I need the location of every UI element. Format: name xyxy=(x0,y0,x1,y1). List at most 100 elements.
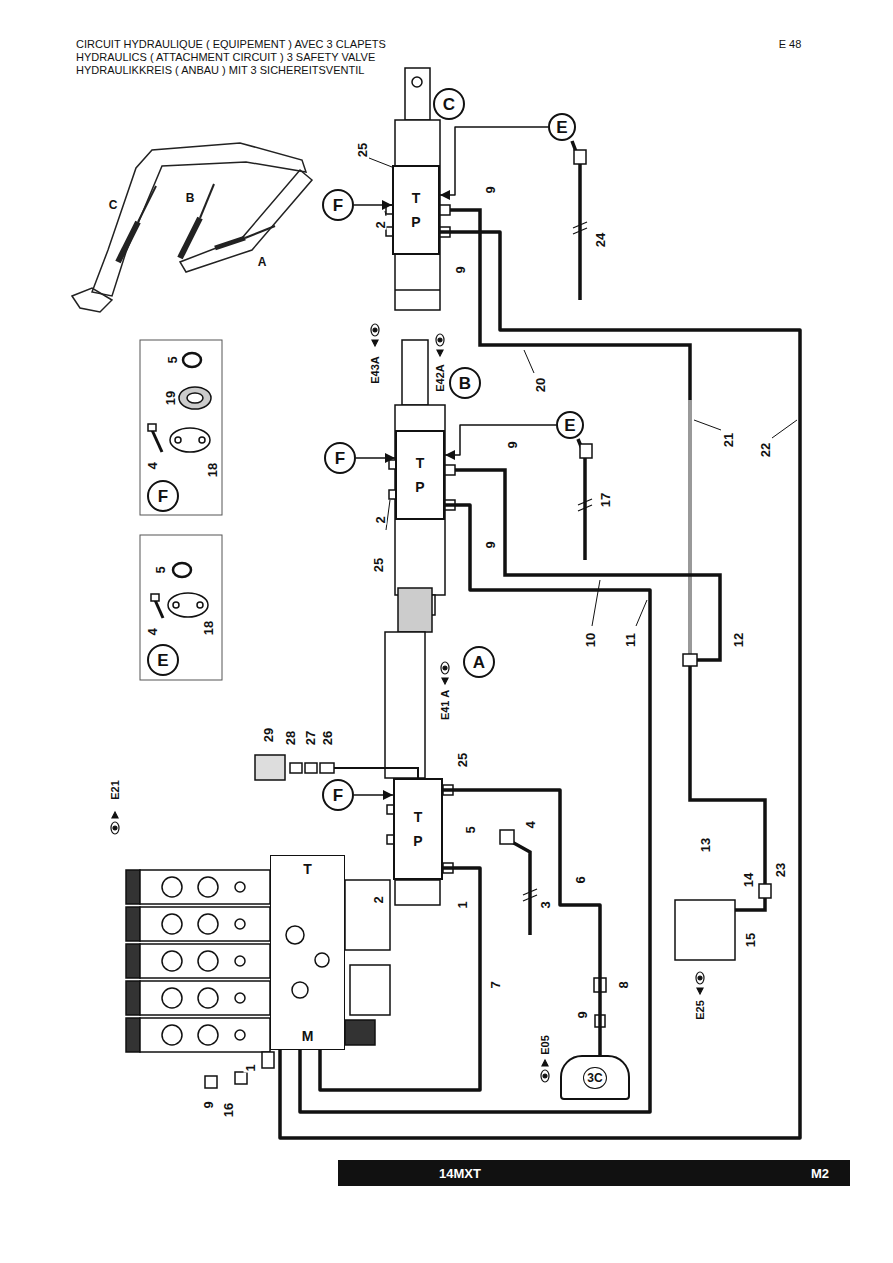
hose-fitting xyxy=(290,763,302,773)
see-reference-icon xyxy=(111,324,704,1082)
boom-sketch xyxy=(180,218,200,258)
callout-number: 25 xyxy=(456,752,469,768)
cylinder-letter: C xyxy=(108,199,119,211)
flange-parts xyxy=(187,393,203,403)
valve-bank-drawing xyxy=(140,907,270,941)
detail-circle: C xyxy=(433,88,465,120)
see-reference-icon xyxy=(698,976,702,980)
flange-parts xyxy=(179,387,211,409)
callout-number: 22 xyxy=(759,442,772,458)
inset-frame xyxy=(140,535,222,680)
hose-fitting xyxy=(440,205,450,215)
flange-parts xyxy=(199,437,205,443)
detail-arrow xyxy=(440,127,548,195)
valve-bank-drawing xyxy=(235,882,245,892)
hydraulic-hose xyxy=(690,660,765,890)
valve-bank-drawing xyxy=(198,988,218,1008)
cylinder-drawing xyxy=(412,77,422,87)
see-reference-icon xyxy=(371,324,379,336)
hose-break xyxy=(523,895,537,901)
callout-number: 6 xyxy=(574,875,587,884)
callout-number: 20 xyxy=(534,377,547,393)
callout-number: 5 xyxy=(464,825,477,834)
valve-bank-drawing xyxy=(140,981,270,1015)
cross-reference: E21 xyxy=(110,779,121,801)
callout-number: 25 xyxy=(356,142,369,158)
hydraulic-hose xyxy=(688,400,692,660)
hose-fitting xyxy=(255,755,285,780)
valve-bank-drawing xyxy=(235,956,245,966)
callout-number: 1 xyxy=(456,900,469,909)
connector-group xyxy=(280,127,800,1138)
flange-parts xyxy=(175,437,181,443)
cylinder-drawing xyxy=(395,405,445,595)
detail-circle: F xyxy=(322,189,354,221)
hydraulic-hose xyxy=(443,790,600,1055)
hose-fitting xyxy=(759,884,771,898)
valve-bank-drawing xyxy=(262,1052,274,1068)
see-reference-icon xyxy=(541,1060,549,1082)
detail-circle: F xyxy=(147,480,179,512)
see-reference-icon xyxy=(441,662,449,674)
boom-sketch xyxy=(245,226,275,238)
hose-break xyxy=(578,505,592,511)
port-letter: T xyxy=(414,810,423,824)
valve-bank-drawing xyxy=(315,953,329,967)
port-letter: M xyxy=(302,1029,314,1043)
see-reference-icon xyxy=(541,1070,549,1082)
detail-letter: F xyxy=(333,197,343,214)
cylinder-drawing xyxy=(395,289,440,291)
callout-number: 2 xyxy=(372,895,385,904)
cross-reference: E41 A xyxy=(440,689,451,721)
valve-bank-drawing xyxy=(235,993,245,1003)
hose-fitting xyxy=(500,830,514,844)
see-reference-icon xyxy=(373,328,377,332)
flange-parts xyxy=(168,593,208,617)
flange-parts xyxy=(173,563,191,577)
port-letter: P xyxy=(411,215,420,229)
cylinder-drawing xyxy=(385,68,445,905)
hose-fitting xyxy=(305,763,317,773)
hose-fitting xyxy=(683,654,697,666)
callout-number: 2 xyxy=(374,515,387,524)
callout-number: 9 xyxy=(202,1100,215,1109)
valve-bank-drawing xyxy=(198,1025,218,1045)
callout-number: 18 xyxy=(206,462,219,478)
cylinder-drawing xyxy=(385,632,425,778)
callout-number: 25 xyxy=(372,557,385,573)
callout-number: 27 xyxy=(304,730,317,746)
valve-bank-drawing xyxy=(126,1018,140,1052)
see-reference-icon xyxy=(697,988,703,994)
boom-sketch xyxy=(200,184,214,218)
see-reference-icon xyxy=(113,826,117,830)
detail-letter: B xyxy=(459,375,471,392)
detail-letter: C xyxy=(443,96,455,113)
callout-number: 9 xyxy=(576,1010,589,1019)
callout-number: 9 xyxy=(484,185,497,194)
valve-bank-drawing xyxy=(126,944,140,978)
hose-fitting xyxy=(580,444,592,458)
detail-circle: A xyxy=(463,646,495,678)
see-reference-icon xyxy=(443,666,447,670)
valve-bank-drawing xyxy=(126,870,140,904)
flange-parts xyxy=(148,353,211,618)
callout-number: 9 xyxy=(506,440,519,449)
callout-number: 9 xyxy=(484,540,497,549)
callout-number: 13 xyxy=(699,837,712,853)
valve-bank-drawing xyxy=(140,1018,270,1052)
callout-number: 5 xyxy=(154,565,167,574)
detail-circle: B xyxy=(449,367,481,399)
safety-valve-block: TP xyxy=(395,430,445,520)
callout-number: 4 xyxy=(524,820,537,829)
valve-bank-drawing xyxy=(235,1030,245,1040)
detail-letter: F xyxy=(158,488,168,505)
leader-line xyxy=(386,500,390,530)
detail-letter: F xyxy=(333,787,343,804)
port-letter: T xyxy=(416,456,425,470)
flange-parts xyxy=(183,353,201,367)
boom-sketch xyxy=(72,143,312,312)
